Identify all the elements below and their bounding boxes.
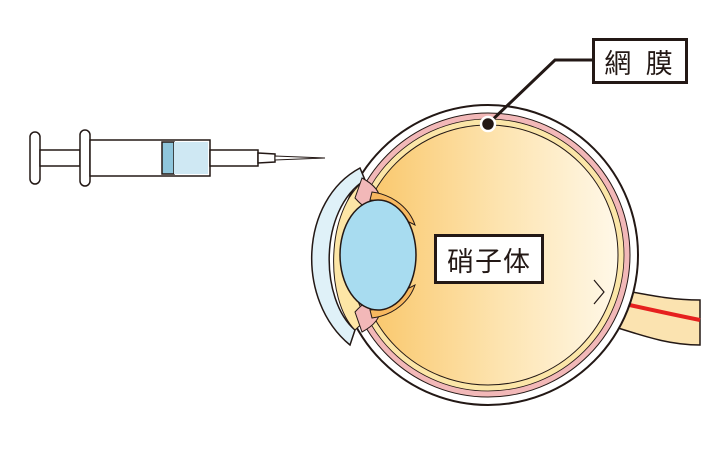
cornea (311, 166, 366, 347)
retina-label: 網 膜 (592, 38, 688, 84)
retina-pointer (479, 58, 592, 133)
optic-disc (593, 279, 605, 305)
syringe-icon (29, 129, 326, 187)
retina-pointer-dot (479, 115, 497, 133)
lens (339, 199, 417, 311)
vitreous-label: 硝子体 (434, 234, 544, 284)
